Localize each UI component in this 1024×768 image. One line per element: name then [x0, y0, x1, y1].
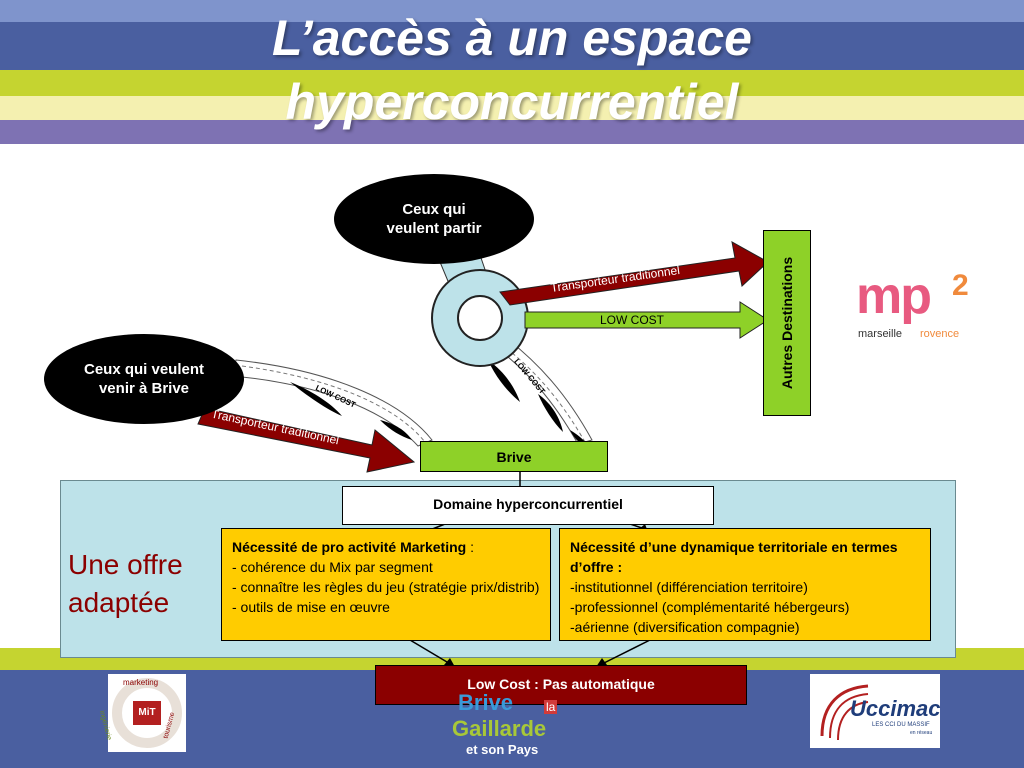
- mp2-main: mp: [856, 267, 932, 325]
- mit-center: MiT: [133, 701, 161, 725]
- uccimac-emblem-icon: [820, 684, 869, 741]
- mp2-sup: 2: [952, 269, 969, 302]
- uccimac-logo: Uccimac LES CCI DU MASSIF en réseau: [810, 674, 941, 748]
- plane-icon-right-2: [538, 394, 563, 432]
- arrowhead-marketing-lowcost: [444, 658, 455, 667]
- marketing-heading: Nécessité de pro activité Marketing: [232, 539, 467, 555]
- brive-box: Brive: [420, 441, 608, 472]
- uccimac-sub: LES CCI DU MASSIF: [872, 722, 930, 728]
- marketing-item: - connaître les règles du jeu (stratégie…: [232, 579, 540, 595]
- marketing-item: - outils de mise en œuvre: [232, 599, 390, 615]
- label-lowcost-top: LOW COST: [600, 313, 665, 327]
- offre-label: Une offre adaptée: [68, 549, 183, 618]
- header-stripe-purple: [0, 120, 1024, 144]
- arrowhead-territorial-lowcost: [596, 658, 607, 667]
- territorial-item: -aérienne (diversification compagnie): [570, 619, 800, 635]
- territorial-item: -professionnel (complémentarité hébergeu…: [570, 599, 850, 615]
- flight-arc-right-dash: [483, 331, 586, 443]
- plane-icon-left-1: [290, 382, 342, 416]
- arrow-transporteur-left: [197, 407, 416, 473]
- plane-icon-left-2: [380, 420, 412, 440]
- brive-logo-la: la: [544, 700, 558, 714]
- header-stripe-lime: [0, 70, 1024, 96]
- arrow-transporteur-top: [499, 241, 769, 306]
- mp2-left: marseille: [858, 328, 903, 340]
- arrow-lowcost-top: [524, 301, 769, 339]
- ellipse-veulent-venir: Ceux qui veulent venir à Brive: [44, 334, 244, 424]
- title-line-1: L’accès à un espace: [272, 10, 752, 66]
- connector-territorial-lowcost: [599, 639, 651, 666]
- brive-logo-gaillarde: Gaillarde: [452, 716, 547, 741]
- territorial-heading: Nécessité d’une dynamique territoriale e…: [570, 539, 898, 575]
- mp2-logo: mp 2 marseille rovence: [856, 267, 986, 344]
- mit-top-text: marketing: [123, 678, 159, 687]
- page-title: L’accès à un espace hyperconcurrentiel: [0, 6, 1024, 134]
- domaine-box: Domaine hyperconcurrentiel: [342, 486, 714, 525]
- roundabout-hole: [457, 295, 503, 341]
- title-line-2: hyperconcurrentiel: [285, 74, 739, 130]
- header-stripe-lightblue: [0, 0, 1024, 22]
- ellipse-veulent-partir: Ceux qui veulent partir: [334, 174, 534, 264]
- destinations-box: Autres Destinations: [763, 230, 811, 416]
- header-stripe-blue: [0, 22, 1024, 70]
- flight-arc-left-dash: [241, 365, 426, 443]
- mit-logo: marketing ingénierie tourisme MiT: [98, 674, 186, 752]
- header-stripe-cream: [0, 96, 1024, 120]
- destinations-label: Autres Destinations: [779, 256, 795, 390]
- mp2-right: rovence: [920, 328, 960, 340]
- brive-logo-top: Brive: [458, 690, 514, 715]
- marketing-heading-suffix: :: [466, 539, 474, 555]
- brive-logo-pays: et son Pays: [466, 742, 539, 757]
- lowcost-box: Low Cost : Pas automatique: [375, 665, 747, 705]
- connector-marketing-lowcost: [409, 639, 453, 666]
- territorial-item: -institutionnel (différenciation territo…: [570, 579, 808, 595]
- marketing-item: - cohérence du Mix par segment: [232, 559, 433, 575]
- plane-icon-right-1: [488, 360, 520, 402]
- brive-logo: Brive la Gaillarde et son Pays: [448, 690, 578, 764]
- territorial-box: Nécessité d’une dynamique territoriale e…: [559, 528, 931, 641]
- marketing-box: Nécessité de pro activité Marketing : - …: [221, 528, 551, 641]
- uccimac-name: Uccimac: [850, 696, 941, 721]
- uccimac-sub2: en réseau: [910, 730, 933, 736]
- mit-ring: [112, 678, 182, 748]
